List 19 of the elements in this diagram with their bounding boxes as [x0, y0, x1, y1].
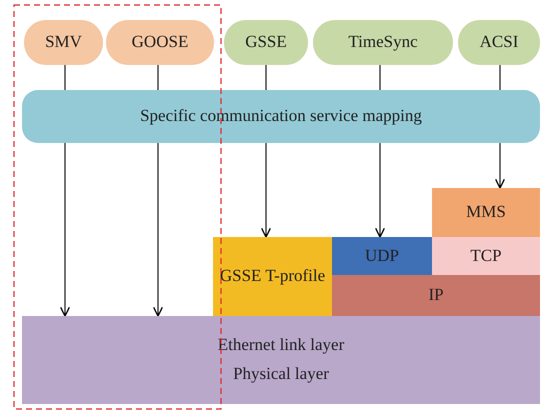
layer-label: Physical layer	[233, 363, 329, 385]
arrow	[374, 142, 386, 238]
protocol-block: IP	[332, 275, 540, 316]
protocol-block: TCP	[432, 237, 540, 275]
arrow	[60, 142, 70, 317]
mapping-band: Specific communication service mapping	[22, 90, 540, 143]
arrow	[494, 142, 506, 189]
service-pill: ACSI	[458, 20, 540, 65]
arrow	[152, 142, 164, 317]
arrow	[260, 142, 272, 238]
service-pill: GOOSE	[106, 20, 214, 65]
service-pill: GSSE	[224, 20, 308, 65]
service-pill: TimeSync	[313, 20, 453, 65]
layer-band	[22, 316, 540, 404]
service-pill: SMV	[24, 20, 103, 65]
layer-label: Ethernet link layer	[218, 334, 344, 356]
protocol-block: UDP	[332, 237, 432, 275]
protocol-block: GSSE T-profile	[213, 237, 332, 316]
protocol-block: MMS	[432, 188, 540, 237]
